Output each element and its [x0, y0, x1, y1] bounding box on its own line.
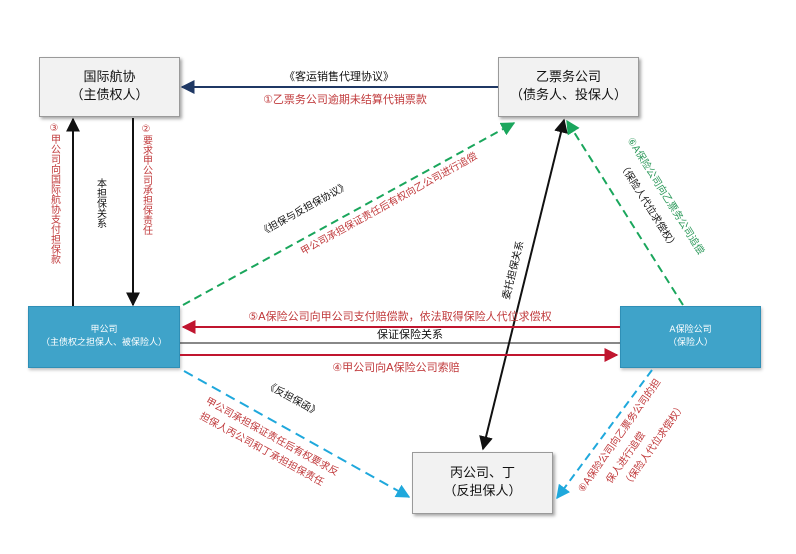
arrow-ticket-guarantors [479, 118, 568, 451]
node-ticket-company-role: （债务人、投保人） [509, 88, 627, 103]
node-ticket-company-name: 乙票务公司 [535, 70, 601, 85]
label-counter-note-2: 担保人丙公司和丁承担担保责任 [198, 409, 327, 488]
label-step2: ②要求甲公司承担保责任 [141, 124, 153, 236]
arrow-insurer-to-ticket-dashed [566, 119, 684, 306]
node-insurer-role: （保险人） [667, 338, 713, 348]
label-insurance-relation: 保证保险关系 [377, 327, 443, 341]
arrow-a-to-ticket-dashed [182, 122, 516, 306]
node-guarantors-name: 丙公司、丁 [449, 466, 515, 481]
label-step3: ③甲公司向国际航协支付担保款 [49, 123, 61, 265]
node-ticket-company: 乙票务公司 （债务人、投保人） [498, 57, 639, 117]
node-iata-name: 国际航协 [83, 70, 136, 85]
node-insurer: A保险公司 （保险人） [620, 306, 761, 368]
node-company-a-role: （主债权之担保人、被保险人） [40, 338, 167, 348]
node-iata-role: （主债权人） [70, 88, 149, 103]
node-guarantors-role: （反担保人） [443, 484, 522, 499]
node-iata: 国际航协 （主债权人） [39, 57, 180, 117]
arrow-a-to-guarantors-dashed [183, 370, 411, 498]
label-counter-note-1: 甲公司承担保证责任后有权要求反 [204, 394, 341, 478]
node-company-a: 甲公司 （主债权之担保人、被保险人） [28, 306, 180, 368]
node-insurer-name: A保险公司 [669, 325, 712, 335]
label-step5: ⑤A保险公司向甲公司支付赔偿款，依法取得保险人代位求偿权 [248, 309, 551, 323]
arrow-insurer-to-guarantors-dashed [556, 369, 653, 500]
label-counter-letter: 《反担保函》 [264, 378, 323, 418]
label-step4: ④甲公司向A保险公司索赔 [332, 360, 459, 374]
label-step1: ①乙票务公司逾期未结算代销票款 [263, 92, 427, 106]
node-company-a-name: 甲公司 [90, 325, 118, 335]
label-agency-agreement: 《客运销售代理协议》 [284, 69, 394, 83]
label-main-guarantee: 本担保关系 [95, 177, 107, 228]
node-guarantors: 丙公司、丁 （反担保人） [412, 452, 553, 514]
